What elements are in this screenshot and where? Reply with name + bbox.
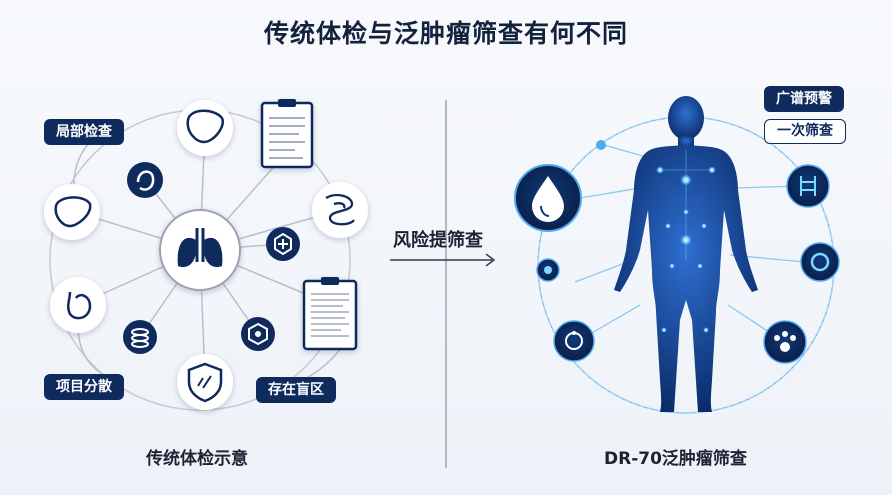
molecule-icon [774,331,796,352]
shield-icon [187,362,223,403]
arrow-label: 风险提筛查 [393,230,483,251]
cell-icon [565,331,583,350]
tag-local-check: 局部检查 [44,119,124,145]
stack-icon [131,328,149,348]
arrow-right-icon [390,253,496,267]
ring-target-icon [810,252,830,272]
page-title: 传统体检与泛肿瘤筛查有何不同 [263,19,628,48]
report-clipboard-icon [260,99,314,169]
dr70-screening-visual [514,96,840,414]
blood-drop-icon [532,176,564,222]
tag-scattered-items: 项目分散 [44,374,124,400]
dna-icon [800,176,816,196]
checklist-clipboard-icon [302,277,358,351]
human-body-figure [614,96,758,412]
spark-dot-icon [596,140,606,150]
lungs-icon [177,228,223,268]
tag-blind-spot: 存在盲区 [256,377,336,403]
right-caption: DR-70泛肿瘤筛查 [604,449,747,469]
medical-plus-icon [274,232,292,256]
traditional-network [44,99,368,411]
tag-early-warning: 广谱预警 [764,86,844,112]
signal-dot-icon [544,266,552,274]
liver-left-icon [54,196,92,228]
stomach-icon [66,291,92,320]
kidney-icon [136,170,155,191]
intestine-icon [325,194,355,226]
left-caption: 传统体检示意 [146,449,248,469]
liver-icon [186,109,225,144]
hexagon-icon [248,322,268,346]
tag-single-screen: 一次筛查 [764,119,846,144]
